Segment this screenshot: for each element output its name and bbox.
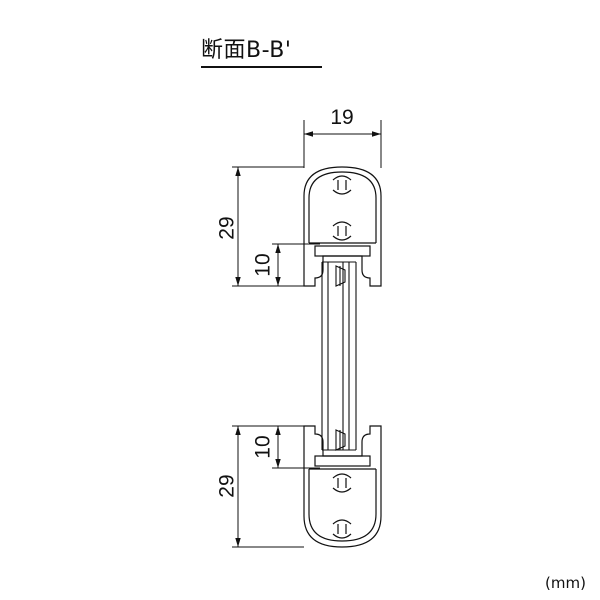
width-dimension-label: 19 — [330, 106, 353, 129]
bottom-height-label: 29 — [216, 474, 239, 497]
bottom-offset-label: 10 — [252, 435, 275, 458]
section-title: 断面B-B' — [201, 38, 292, 63]
unit-label: (mm) — [545, 574, 586, 592]
bottom-height-dimension — [232, 425, 304, 548]
panel-insert — [321, 261, 357, 451]
top-height-dimension — [232, 166, 304, 287]
top-height-label: 29 — [216, 216, 239, 239]
width-dimension — [303, 120, 382, 168]
title-underline — [201, 66, 322, 68]
bottom-offset-dimension — [272, 425, 320, 469]
top-offset-dimension — [272, 243, 320, 286]
top-offset-label: 10 — [252, 253, 275, 276]
